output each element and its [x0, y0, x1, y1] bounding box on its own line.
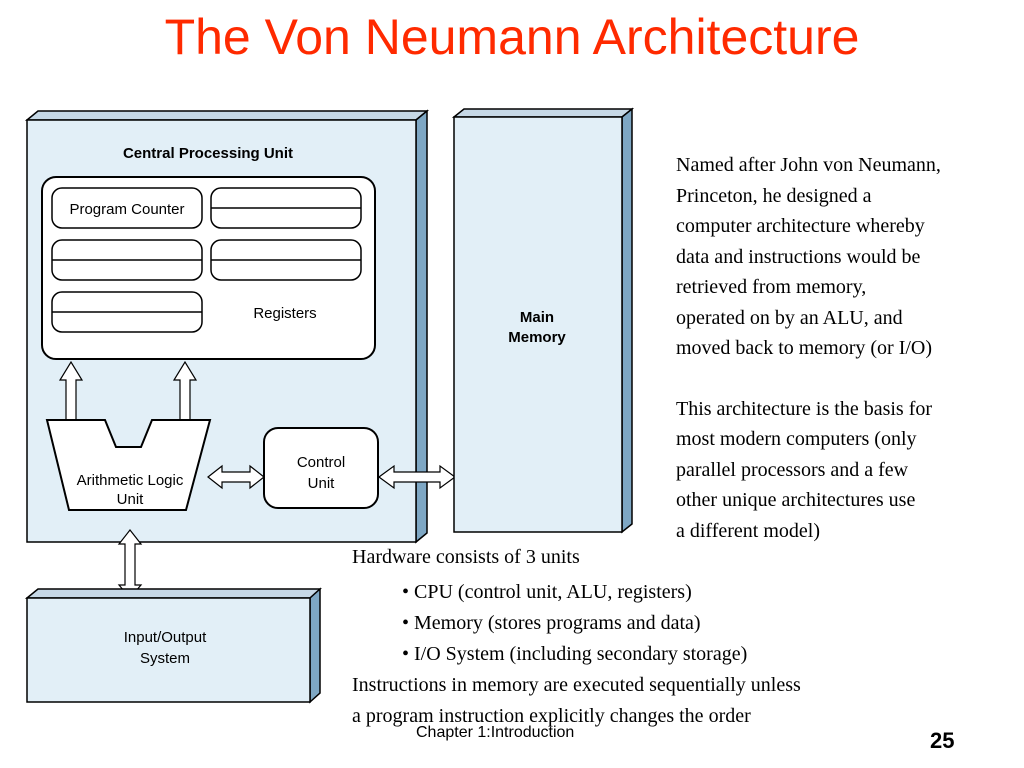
alu-to-registers-arrow-right [172, 360, 198, 421]
main-memory-label-line2: Memory [508, 329, 566, 346]
io-label-line1: Input/Output [124, 629, 207, 646]
program-counter-register [51, 187, 203, 229]
side-line: data and instructions would be [676, 245, 921, 268]
program-counter-label: Program Counter [69, 201, 184, 218]
slide-title: The Von Neumann Architecture [164, 9, 860, 65]
side-line: other unique architectures use [676, 489, 916, 511]
side-line: a different model) [676, 519, 821, 542]
bullet-cpu: • CPU (control unit, ALU, registers) [402, 581, 692, 603]
hardware-summary: Hardware consists of 3 units • CPU (cont… [352, 545, 801, 736]
footer-chapter: Chapter 1:Introduction [416, 724, 575, 741]
instructions-line: Instructions in memory are executed sequ… [352, 674, 801, 696]
page-number: 25 [930, 728, 955, 753]
io-system-box [24, 587, 322, 704]
side-description: Named after John von Neumann, Princeton,… [676, 150, 941, 546]
side-line: operated on by an ALU, and [676, 306, 903, 329]
alu-shape [45, 419, 212, 511]
side-line: parallel processors and a few [676, 458, 909, 481]
main-memory-label-line1: Main [520, 309, 554, 326]
side-line: Named after John von Neumann, [676, 154, 941, 176]
bullet-io: • I/O System (including secondary storag… [402, 643, 748, 665]
side-line: computer architecture whereby [676, 215, 925, 237]
control-unit-label-line2: Unit [308, 475, 336, 492]
side-line: This architecture is the basis for [676, 397, 933, 420]
side-line: moved back to memory (or I/O) [676, 337, 933, 359]
cpu-label: Central Processing Unit [123, 145, 293, 162]
io-label-line2: System [140, 650, 190, 667]
side-line: Princeton, he designed a [676, 184, 872, 207]
hardware-heading: Hardware consists of 3 units [352, 547, 580, 567]
alu-label-line2: Unit [117, 491, 145, 508]
main-memory-box [451, 107, 635, 534]
control-unit-box [263, 427, 379, 509]
alu-to-registers-arrow-left [58, 360, 84, 421]
instructions-line: a program instruction explicitly changes… [352, 705, 751, 727]
bullet-memory: • Memory (stores programs and data) [402, 612, 701, 634]
cpu-io-arrow [117, 529, 143, 599]
control-unit-label-line1: Control [297, 454, 345, 471]
alu-label-line1: Arithmetic Logic [77, 472, 184, 489]
side-line: most modern computers (only [676, 428, 917, 450]
side-line: retrieved from memory, [676, 276, 867, 298]
registers-label: Registers [253, 305, 316, 322]
